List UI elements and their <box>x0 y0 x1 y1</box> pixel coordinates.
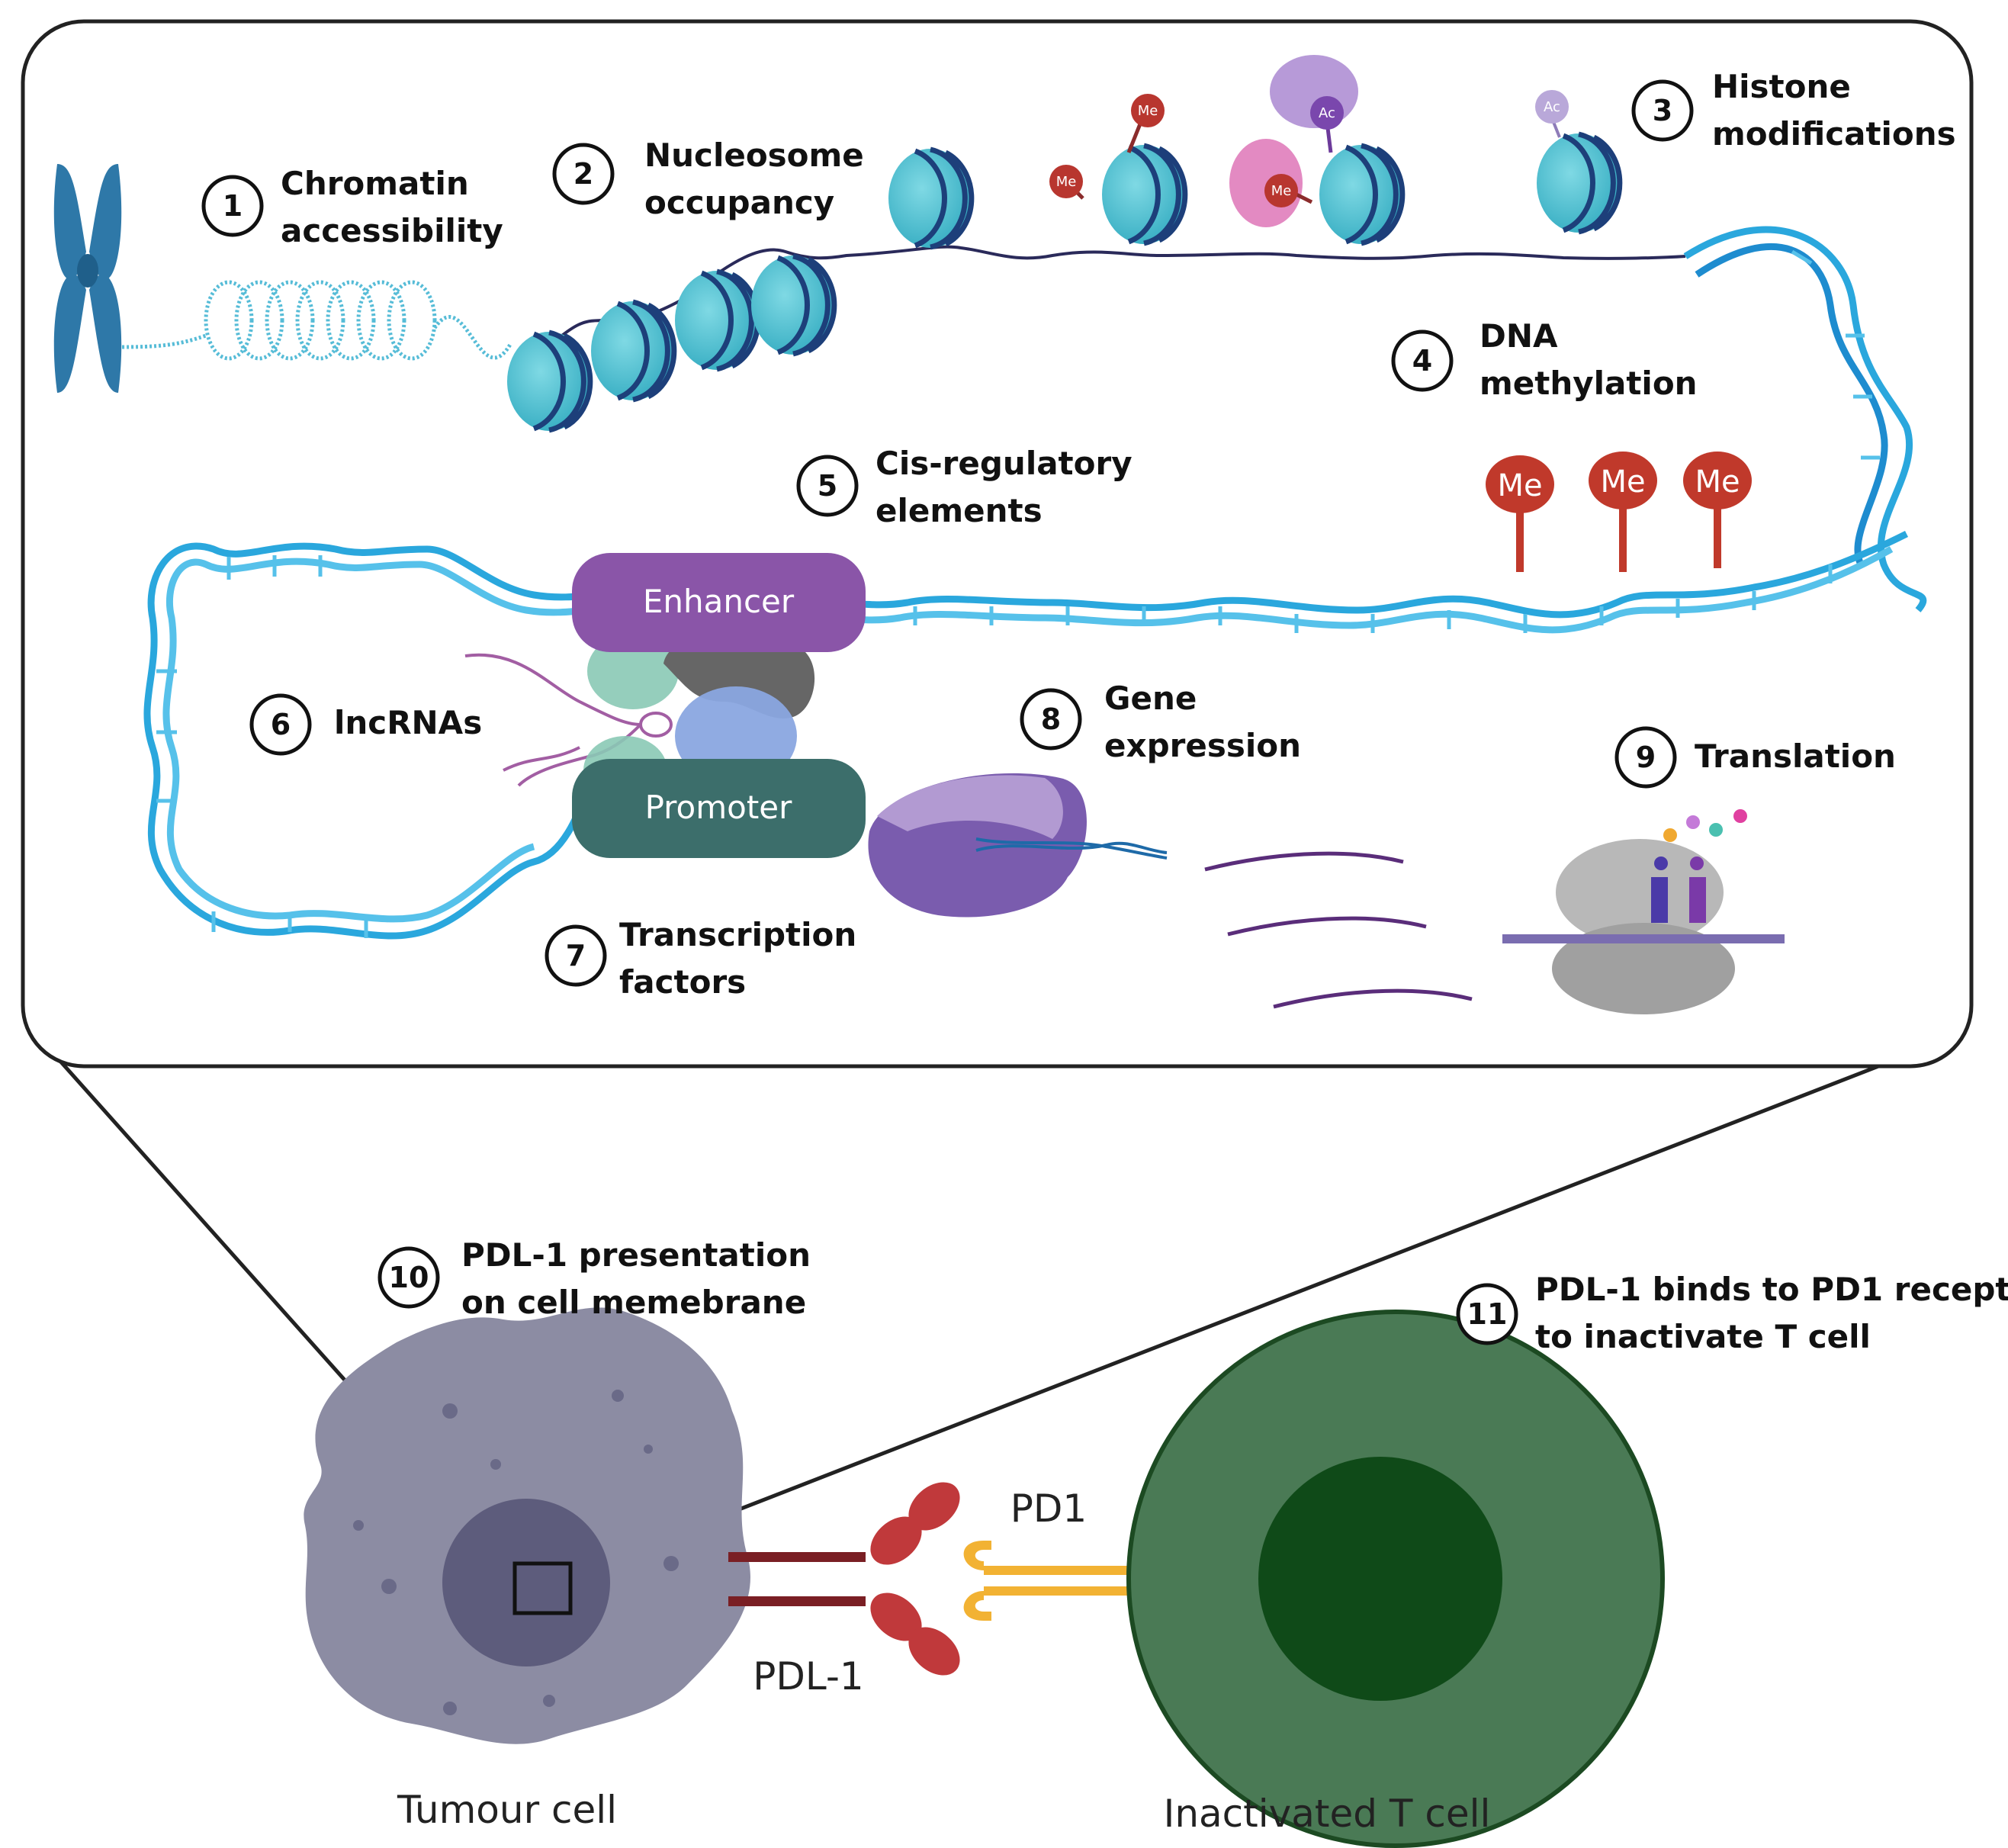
step-number-11: 11 <box>1467 1297 1508 1331</box>
step-number-6: 6 <box>271 708 291 741</box>
dna-methyl-label: Me <box>1695 464 1740 500</box>
step-label-5-line-1: Cis-regulatory <box>875 445 1133 482</box>
step-number-10: 10 <box>389 1261 429 1294</box>
step-number-8: 8 <box>1041 702 1061 736</box>
histone-marks: Me Me Ac Me Ac <box>1049 55 1569 227</box>
step-circle-1 <box>201 175 264 237</box>
t-cell <box>1126 1310 1665 1848</box>
step-label-6-line-1: lncRNAs <box>334 704 482 741</box>
dna-methyl-label: Me <box>1600 464 1645 500</box>
pdl1-label: PDL-1 <box>753 1654 863 1699</box>
step-number-9: 9 <box>1636 741 1656 774</box>
step-circle-10 <box>378 1246 440 1309</box>
acetyl-mark-label: Ac <box>1544 99 1560 115</box>
dna-methyl-label: Me <box>1497 468 1542 503</box>
step-label-11-line-2: to inactivate T cell <box>1535 1318 1871 1355</box>
step-circle-9 <box>1614 726 1677 789</box>
ribosome <box>1502 809 1785 1014</box>
step-circle-2 <box>552 143 615 205</box>
step-label-9-line-1: Translation <box>1695 738 1896 775</box>
step-circle-5 <box>796 455 859 517</box>
step-label-10-line-1: PDL-1 presentation <box>461 1236 811 1274</box>
step-circle-11 <box>1456 1283 1518 1345</box>
chromosome-icon <box>53 164 122 393</box>
dna-methylation-marks: Me Me Me <box>1486 452 1752 572</box>
step-circle-6 <box>249 693 312 756</box>
step-label-7-line-2: factors <box>619 963 746 1001</box>
step-label-2-line-2: occupancy <box>644 184 834 221</box>
step-circle-4 <box>1391 329 1454 392</box>
acetyl-mark-label: Ac <box>1319 105 1335 121</box>
step-label-3-line-1: Histone <box>1712 68 1851 105</box>
nucleosome-cluster <box>507 253 837 433</box>
step-label-8-line-1: Gene <box>1104 680 1197 717</box>
step-number-1: 1 <box>223 189 243 223</box>
methyl-mark-label: Me <box>1271 183 1292 199</box>
pd1-label: PD1 <box>1010 1486 1087 1531</box>
tumour-cell-label: Tumour cell <box>397 1788 617 1832</box>
step-label-10-line-2: on cell memebrane <box>461 1284 806 1321</box>
step-number-3: 3 <box>1653 94 1672 127</box>
step-label-2-line-1: Nucleosome <box>644 137 864 174</box>
step-circle-3 <box>1631 79 1694 142</box>
rna-polymerase <box>868 773 1168 918</box>
step-label-4-line-1: DNA <box>1479 317 1558 355</box>
step-number-7: 7 <box>566 939 586 972</box>
step-number-4: 4 <box>1412 344 1432 378</box>
methyl-mark-label: Me <box>1138 103 1158 119</box>
mrna-transcripts <box>1204 851 1473 1009</box>
step-labels: Chromatin accessibility Nucleosome occupanc… <box>281 68 2008 1355</box>
nucleosome-modified <box>888 131 1623 250</box>
chromatin-coil <box>121 280 513 361</box>
pdl1-molecules <box>728 1482 960 1676</box>
pd1-receptor <box>963 1541 1133 1621</box>
enhancer-element: Enhancer <box>572 553 866 652</box>
step-label-5-line-2: elements <box>875 492 1043 529</box>
step-label-1-line-2: accessibility <box>281 212 503 249</box>
step-label-1-line-1: Chromatin <box>281 165 469 202</box>
step-markers: 1 2 3 4 5 6 7 8 9 10 11 <box>201 79 1694 1345</box>
promoter-label: Promoter <box>645 789 793 826</box>
enhancer-label: Enhancer <box>643 583 795 620</box>
step-label-11-line-1: PDL-1 binds to PD1 receptor <box>1535 1271 2008 1308</box>
promoter-element: Promoter <box>572 759 866 858</box>
step-number-2: 2 <box>573 157 593 191</box>
t-cell-label: Inactivated T cell <box>1164 1792 1491 1836</box>
tumour-cell <box>304 1307 750 1744</box>
zoom-panel <box>21 19 1974 1069</box>
step-number-5: 5 <box>818 469 837 503</box>
step-circle-8 <box>1020 688 1082 750</box>
methyl-mark-label: Me <box>1056 174 1077 190</box>
step-label-7-line-1: Transcription <box>619 916 856 953</box>
step-label-3-line-2: modifications <box>1712 115 1956 153</box>
step-label-8-line-2: expression <box>1104 727 1301 764</box>
step-circle-7 <box>545 924 607 987</box>
step-label-4-line-2: methylation <box>1479 365 1698 402</box>
